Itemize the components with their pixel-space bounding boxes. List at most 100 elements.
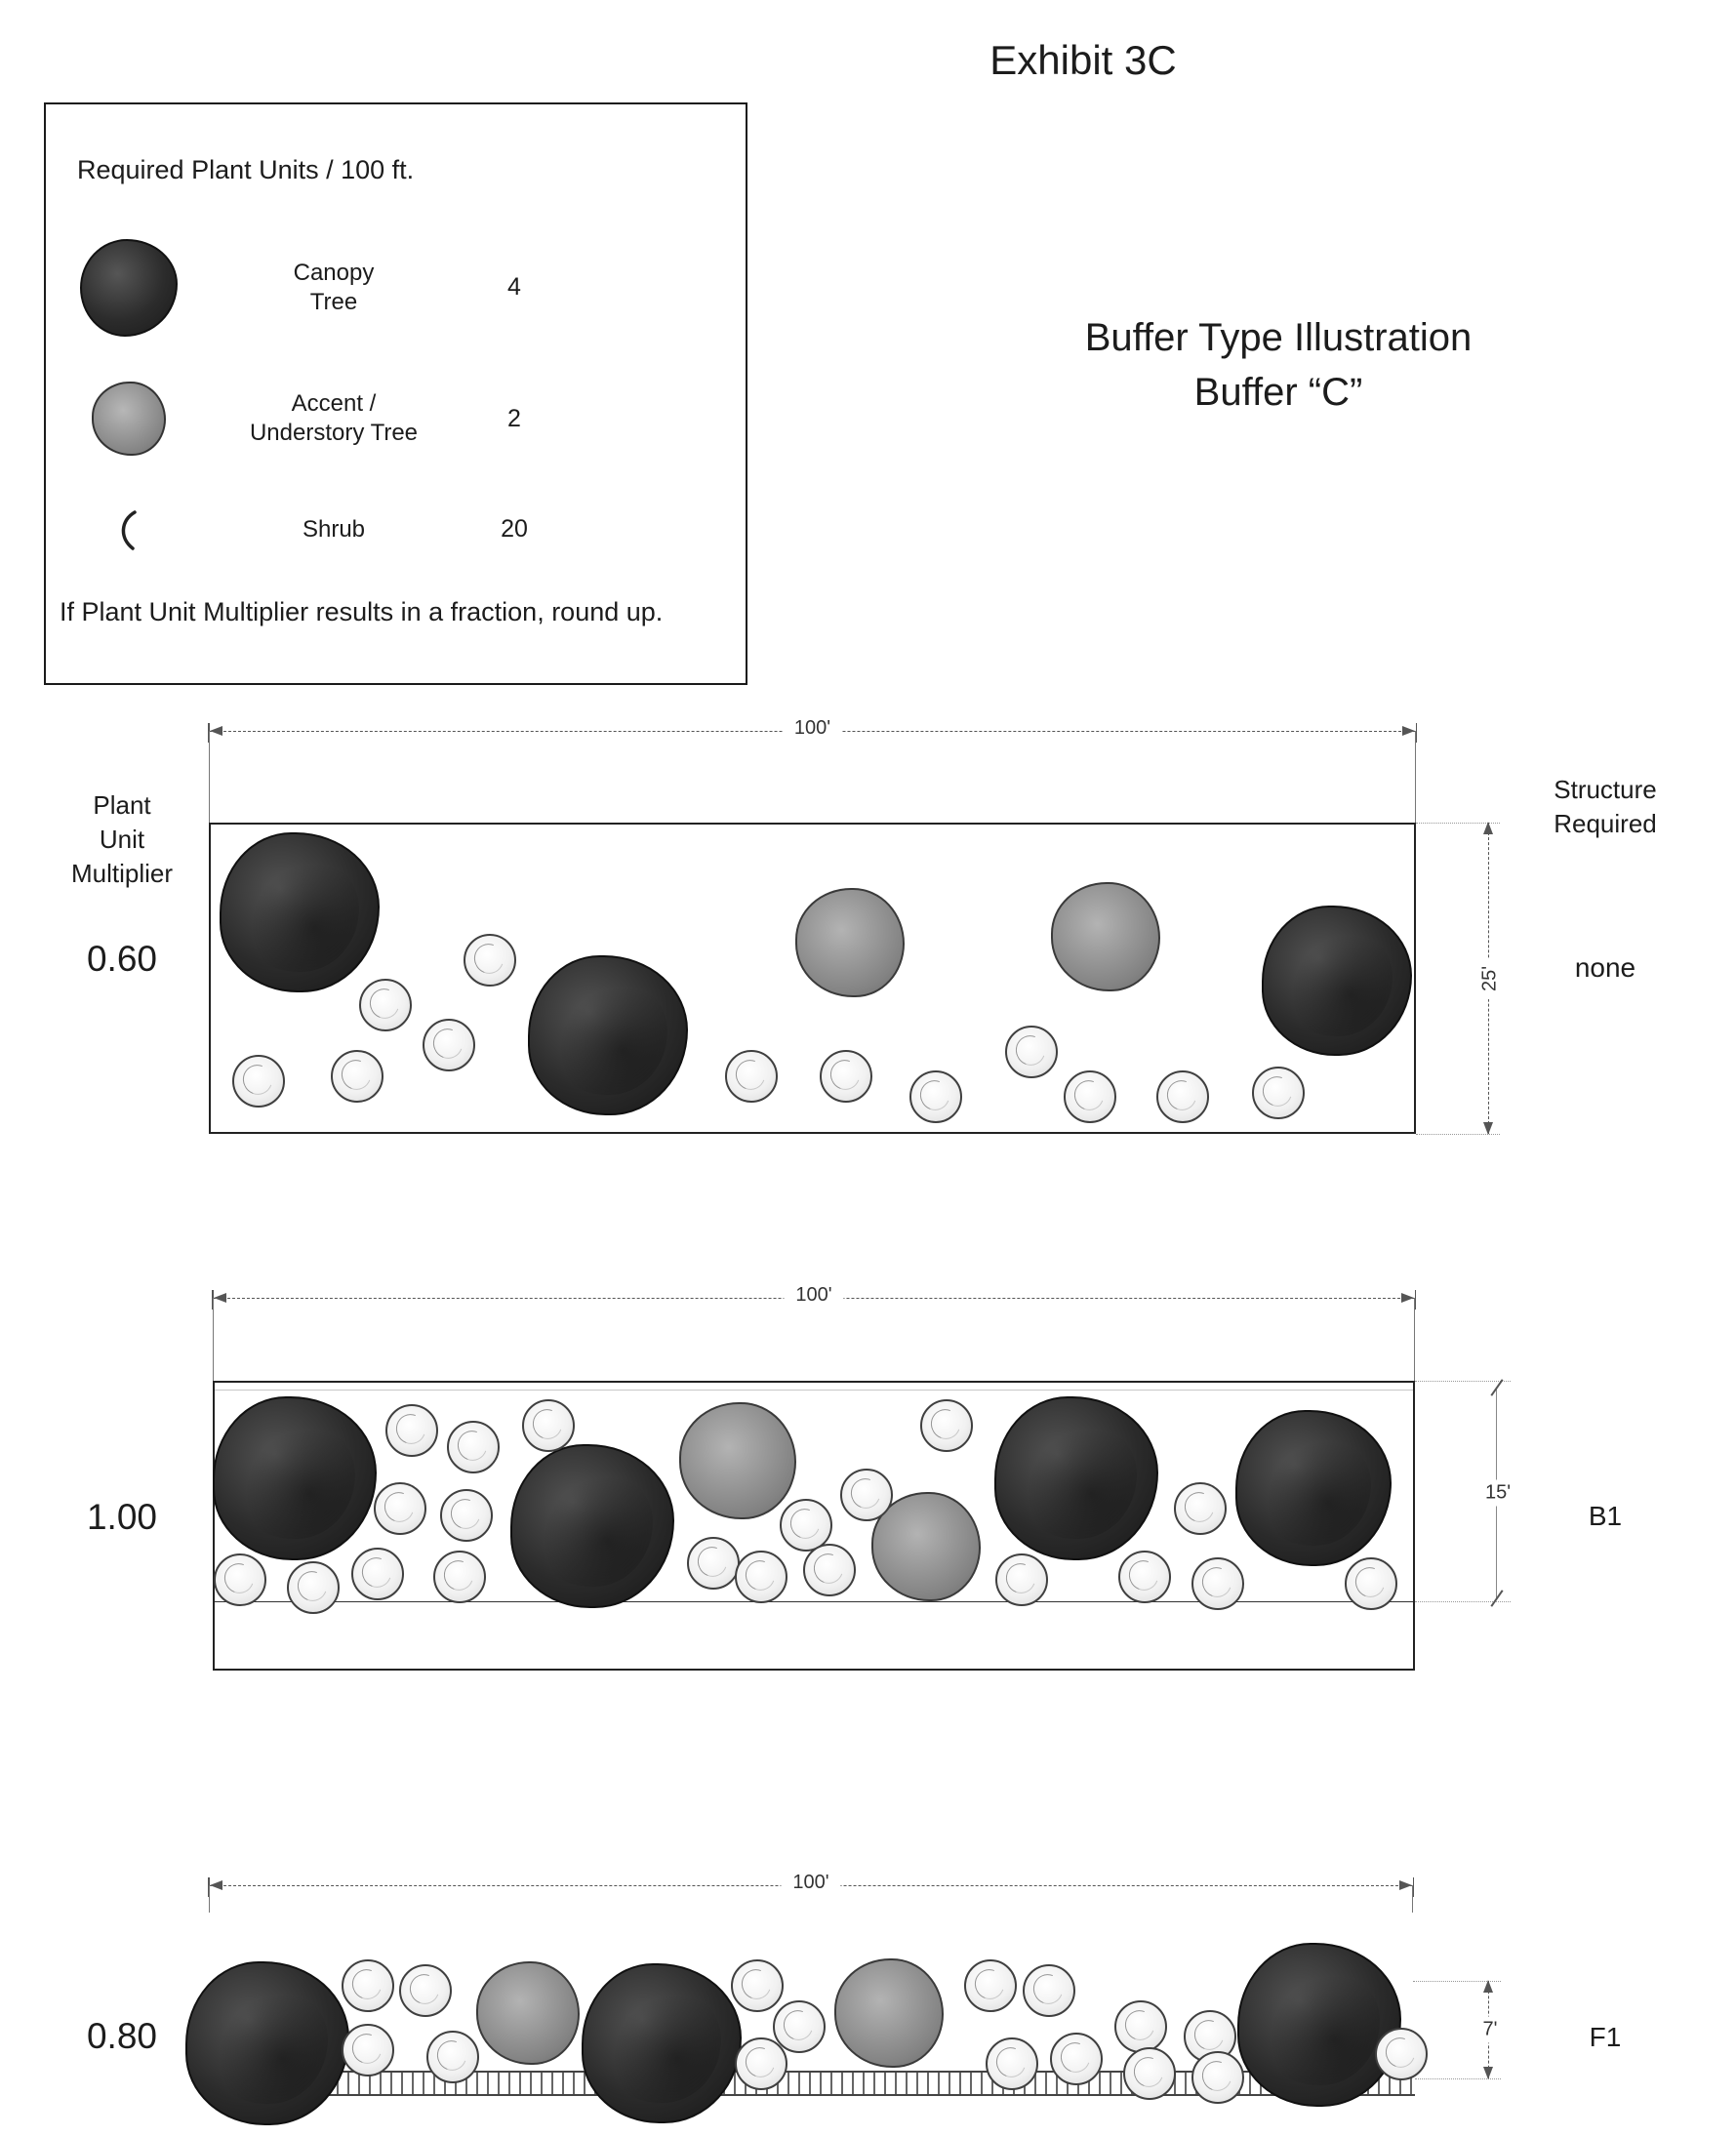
shrub [331, 1050, 384, 1103]
planting-area [209, 823, 1416, 1134]
depth-dimension: 25' [1478, 822, 1502, 1135]
legend-value-accent: 2 [507, 404, 521, 432]
shrub [232, 1055, 285, 1108]
width-dimension: 100' [212, 1284, 1416, 1310]
canopy-tree [213, 1396, 377, 1560]
width-dimension: 100' [208, 717, 1417, 743]
depth-dimension-label: 7' [1476, 2016, 1504, 2043]
shrub [773, 2000, 826, 2053]
legend-label-shrub: Shrub [302, 515, 366, 543]
shrub [1023, 1964, 1075, 2017]
canopy-tree [1262, 906, 1412, 1056]
shrub-icon [121, 509, 137, 550]
shrub [1191, 1557, 1244, 1610]
shrub [1123, 2047, 1176, 2100]
shrub [731, 1959, 784, 2012]
shrub [986, 2037, 1038, 2090]
shrub [840, 1469, 893, 1521]
shrub [342, 1959, 394, 2012]
shrub [342, 2024, 394, 2077]
canopy-tree [582, 1963, 742, 2123]
shrub [399, 1964, 452, 2017]
legend-item-shrub: Shrub 20 [56, 493, 602, 566]
buffer-diagram-2: 100' 15' [212, 1284, 1520, 1686]
legend-heading: Required Plant Units / 100 ft. [77, 155, 415, 184]
canopy-tree [185, 1961, 349, 2125]
shrub [803, 1544, 856, 1596]
accent-understory-tree [1051, 882, 1160, 991]
accent-understory-tree [476, 1961, 580, 2065]
canopy-tree [1235, 1410, 1392, 1566]
plants-layer [209, 727, 1416, 1161]
shrub [964, 1959, 1017, 2012]
accent-understory-tree [871, 1492, 981, 1601]
shrub [780, 1499, 832, 1552]
legend-footnote: If Plant Unit Multiplier results in a fr… [60, 597, 664, 626]
shrub [735, 2037, 787, 2090]
planting-band-bottom [215, 1601, 1413, 1602]
shrub [1156, 1070, 1209, 1123]
page-subtitle: Buffer Type Illustration Buffer “C” [976, 310, 1581, 420]
shrub [374, 1482, 426, 1535]
canopy-tree [1237, 1943, 1401, 2107]
depth-dimension: 15' [1478, 1379, 1517, 1607]
plants-layer [213, 1296, 1415, 1686]
canopy-tree [528, 955, 688, 1115]
shrub [359, 979, 412, 1031]
shrub [423, 1019, 475, 1071]
width-dimension-label: 100' [784, 1284, 844, 1307]
shrub [920, 1399, 973, 1452]
shrub [1050, 2033, 1103, 2085]
canopy-tree-icon [80, 238, 178, 337]
shrub [426, 2031, 479, 2083]
structure-buffer-3: F1 [1589, 2022, 1622, 2052]
shrub [725, 1050, 778, 1103]
legend-item-accent-tree: Accent / Understory Tree 2 [56, 370, 602, 467]
right-column-header: Structure Required [1554, 775, 1657, 839]
depth-dimension-label: 25' [1478, 957, 1502, 999]
shrub [464, 934, 516, 987]
accent-understory-tree [679, 1402, 796, 1519]
shrub [1252, 1067, 1305, 1119]
structure-buffer-2: B1 [1588, 1501, 1623, 1531]
legend-box: Required Plant Units / 100 ft. Canopy Tr… [44, 102, 747, 685]
depth-dimension-label: 15' [1478, 1479, 1517, 1507]
subtitle-line-1: Buffer Type Illustration [1084, 316, 1473, 359]
buffer-diagram-1: 100' 25' [208, 717, 1516, 1161]
shrub [447, 1421, 500, 1473]
width-dimension-label: 100' [782, 717, 843, 740]
legend-label-accent: Accent / Understory Tree [249, 390, 419, 446]
shrub [214, 1553, 266, 1606]
accent-understory-tree-icon [92, 382, 166, 456]
canopy-tree [510, 1444, 674, 1608]
shrub [385, 1404, 438, 1457]
shrub [1118, 1551, 1171, 1603]
legend-item-canopy-tree: Canopy Tree 4 [56, 231, 602, 343]
shrub [287, 1561, 340, 1614]
buffer-outline [213, 1381, 1415, 1671]
shrub [1345, 1557, 1397, 1610]
shrub [433, 1551, 486, 1603]
shrub [1005, 1026, 1058, 1078]
shrub [1174, 1482, 1227, 1535]
shrub [1114, 2000, 1167, 2053]
shrub [820, 1050, 872, 1103]
legend-value-canopy: 4 [507, 273, 521, 301]
shrub [735, 1551, 787, 1603]
accent-understory-tree [834, 1958, 944, 2068]
shrub [995, 1553, 1048, 1606]
shrub [440, 1489, 493, 1542]
shrub [1191, 2051, 1244, 2104]
shrub [909, 1070, 962, 1123]
canopy-tree [994, 1396, 1158, 1560]
structure-buffer-1: none [1574, 952, 1636, 983]
depth-dimension: 7' [1476, 1980, 1504, 2079]
canopy-tree [220, 832, 380, 992]
width-dimension-label: 100' [781, 1872, 841, 1894]
plants-layer [185, 1878, 1444, 2132]
legend-label-canopy: Canopy Tree [293, 259, 375, 315]
legend-value-shrub: 20 [501, 515, 528, 543]
multiplier-buffer-3: 0.80 [86, 2016, 157, 2056]
shrub [1375, 2028, 1428, 2080]
shrub [351, 1548, 404, 1600]
